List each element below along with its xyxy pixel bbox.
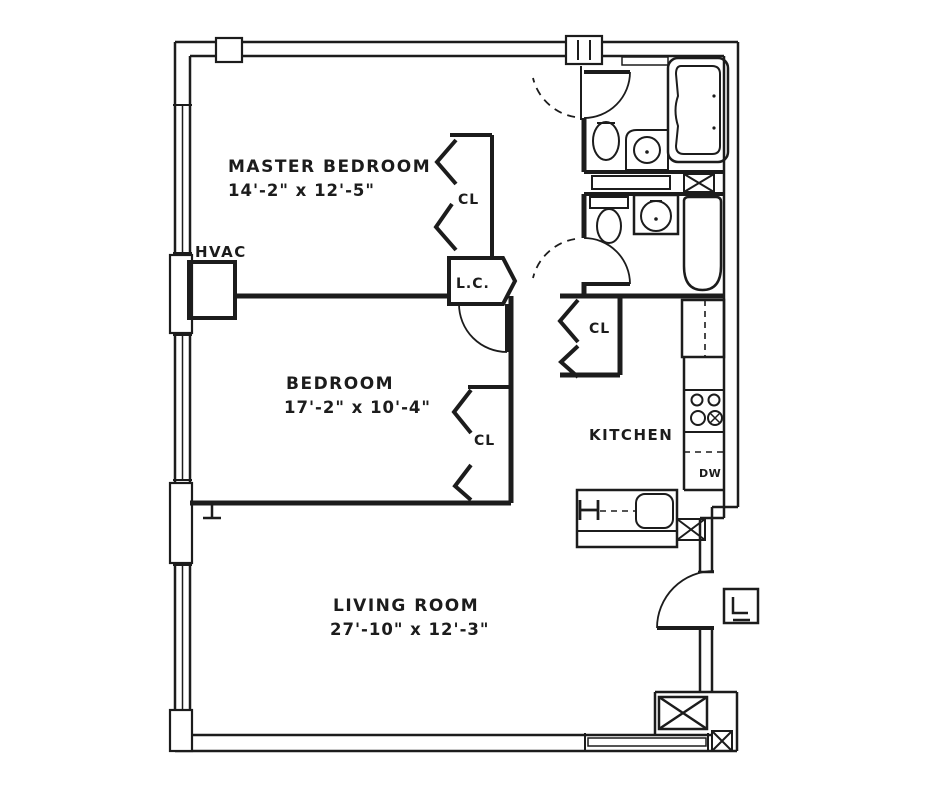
window-master-bedroom bbox=[173, 104, 192, 254]
living-room-dims: 27'-10" x 12'-3" bbox=[330, 620, 490, 639]
column-icon bbox=[578, 500, 600, 520]
window-bedroom bbox=[173, 334, 192, 481]
master-bedroom-dims: 14'-2" x 12'-5" bbox=[228, 181, 375, 200]
master-closet-label: CL bbox=[458, 192, 479, 208]
vent-shaft-xbox-icon bbox=[683, 173, 715, 193]
refrigerator-icon bbox=[680, 298, 726, 359]
bedroom-dims: 17'-2" x 10'-4" bbox=[284, 398, 431, 417]
hvac-label: HVAC bbox=[195, 243, 247, 261]
foyer-xbox-icon bbox=[676, 518, 706, 541]
wall-piers bbox=[168, 34, 604, 753]
medicine-cabinet-icon bbox=[621, 56, 669, 66]
kitchen-peninsula-counter bbox=[575, 488, 679, 549]
linen-closet bbox=[447, 256, 518, 306]
toilet-icon bbox=[592, 121, 620, 161]
bathroom1-door bbox=[583, 70, 631, 119]
hvac-unit bbox=[187, 260, 237, 320]
bathroom2-door bbox=[583, 237, 631, 286]
bedroom-label: BEDROOM bbox=[286, 374, 394, 394]
shaft-xbox-icon bbox=[657, 695, 709, 731]
master-bedroom-label: MASTER BEDROOM bbox=[228, 157, 431, 177]
kitchen-sink-icon bbox=[635, 493, 674, 529]
panel-box-icon bbox=[722, 587, 760, 625]
bedroom-closet-bifold-icon bbox=[451, 388, 473, 502]
plumbing-shaft bbox=[584, 170, 724, 196]
bedroom-closet-label: CL bbox=[474, 433, 495, 449]
corner-shaft bbox=[653, 690, 712, 735]
jacuzzi-tub-icon bbox=[666, 56, 730, 164]
bathroom-sink-icon bbox=[632, 193, 680, 236]
kitchen-counter bbox=[682, 357, 724, 492]
hall-closet-label: CL bbox=[589, 321, 610, 337]
hall-door-dashed bbox=[532, 238, 576, 279]
dishwasher-label: DW bbox=[699, 467, 721, 480]
corner-xbox-icon bbox=[711, 730, 733, 752]
stove-icon bbox=[690, 393, 723, 426]
bathroom2 bbox=[589, 193, 723, 292]
bathtub-icon bbox=[682, 195, 723, 292]
bathroom-sink-icon bbox=[625, 129, 669, 171]
kitchen-fixtures bbox=[575, 298, 726, 549]
linen-closet-label: L.C. bbox=[456, 276, 490, 292]
master-bedroom-door-dashed bbox=[532, 66, 582, 120]
living-room-label: LIVING ROOM bbox=[333, 596, 479, 616]
hall-closet-bifold-icon bbox=[557, 298, 580, 379]
toilet-icon bbox=[589, 196, 629, 244]
interior-walls bbox=[190, 118, 724, 506]
bedroom-door bbox=[458, 303, 509, 353]
bathroom1 bbox=[592, 56, 730, 171]
kitchen-label: KITCHEN bbox=[589, 426, 673, 444]
master-closet-bifold-icon bbox=[433, 138, 458, 252]
window-entry-bottom bbox=[584, 733, 709, 751]
exterior-walls bbox=[173, 40, 740, 753]
entry-door bbox=[656, 570, 715, 630]
